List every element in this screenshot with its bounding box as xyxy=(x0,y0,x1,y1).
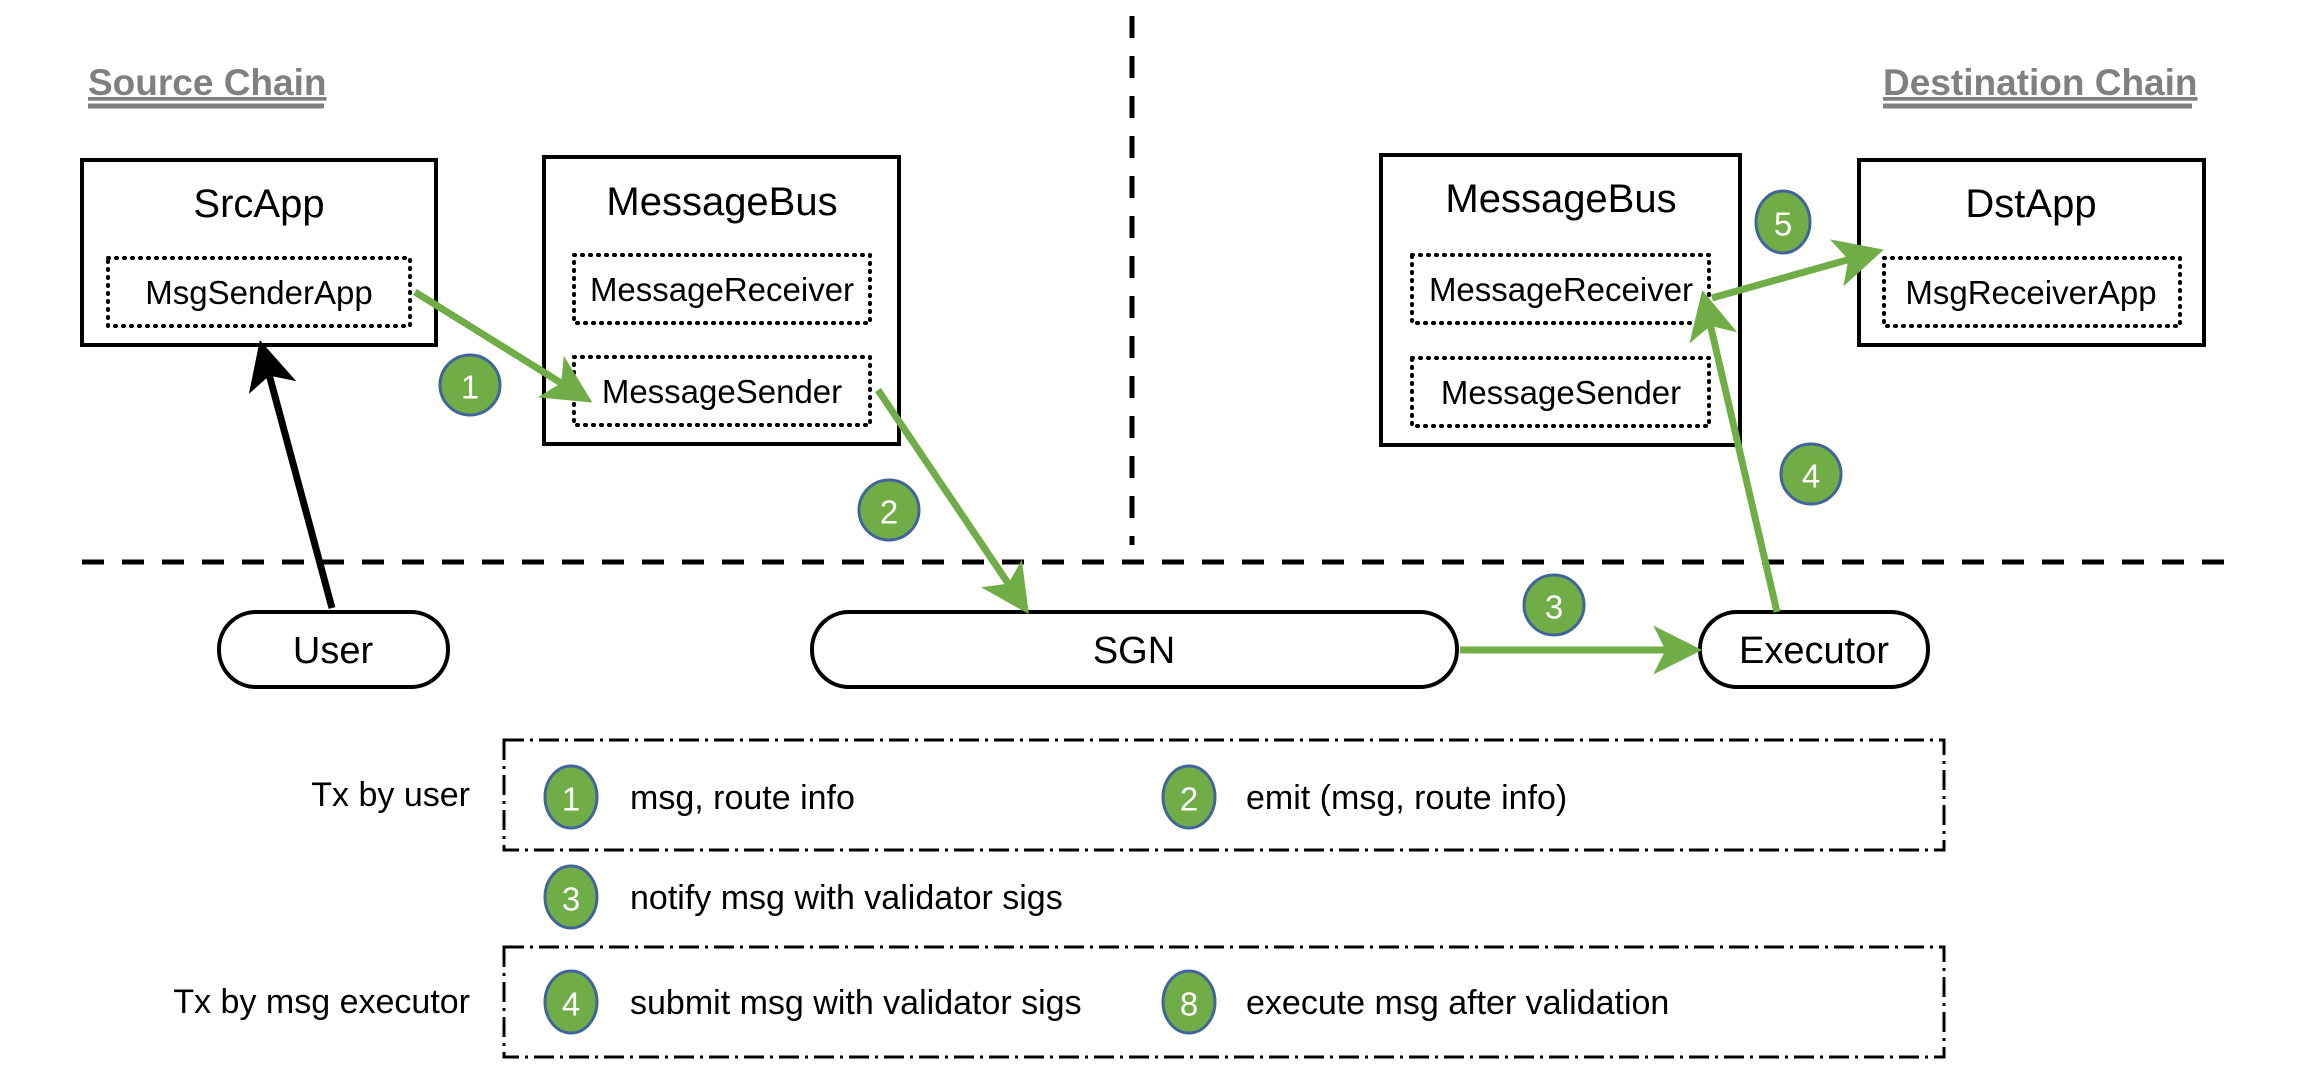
badge-3-circle xyxy=(1522,573,1586,637)
legend-item-2: 2 emit (msg, route info) xyxy=(1161,764,1567,830)
badge-5-number: 5 xyxy=(1774,206,1792,243)
src-message-bus-box[interactable]: MessageBus MessageReceiver MessageSender xyxy=(542,155,901,446)
dst-message-bus-title: MessageBus xyxy=(1445,177,1676,221)
flow-badge-2[interactable]: 2 xyxy=(857,478,921,542)
sgn-label: SGN xyxy=(1093,630,1175,672)
flow-badge-5[interactable]: 5 xyxy=(1754,189,1812,255)
legend-badge-8-circle xyxy=(1161,969,1217,1035)
legend-badge-2-circle xyxy=(1161,764,1217,830)
legend-item-1-text: msg, route info xyxy=(630,779,855,817)
msg-receiver-app-label: MsgReceiverApp xyxy=(1905,274,2156,311)
src-message-sender-label: MessageSender xyxy=(602,373,842,410)
arrow-5-dst-messagereceiver-to-dstapp xyxy=(1711,239,1884,302)
executor-node[interactable]: Executor xyxy=(1698,610,1930,689)
legend-badge-8-number: 8 xyxy=(1180,986,1198,1023)
src-message-bus-title: MessageBus xyxy=(606,180,837,224)
src-message-receiver-rect xyxy=(572,253,872,325)
flow-badge-4[interactable]: 4 xyxy=(1779,442,1843,506)
legend-badge-1-circle xyxy=(543,764,599,830)
msg-sender-app-label: MsgSenderApp xyxy=(145,274,372,311)
user-label: User xyxy=(293,630,374,672)
arrow-4-executor-to-dst-messagereceiver xyxy=(1689,290,1781,613)
badge-2-number: 2 xyxy=(880,494,898,531)
badge-2-circle xyxy=(857,478,921,542)
legend-item-8-text: execute msg after validation xyxy=(1246,984,1669,1022)
legend-row-user-box xyxy=(502,738,1946,852)
src-message-receiver-label: MessageReceiver xyxy=(590,271,854,308)
legend-badge-3-circle xyxy=(543,864,599,930)
executor-label: Executor xyxy=(1739,630,1889,672)
dst-app-box[interactable]: DstApp MsgReceiverApp xyxy=(1857,158,2206,347)
dst-app-title: DstApp xyxy=(1965,182,2096,226)
dst-message-sender-rect xyxy=(1410,356,1711,428)
legend-row-user-label: Tx by user xyxy=(311,776,470,814)
badge-1-number: 1 xyxy=(461,369,479,406)
badge-4-number: 4 xyxy=(1802,458,1820,495)
legend-item-3-text: notify msg with validator sigs xyxy=(630,879,1063,917)
user-pill-rect xyxy=(217,610,450,689)
flow-badge-1[interactable]: 1 xyxy=(438,353,502,417)
legend-item-4-text: submit msg with validator sigs xyxy=(630,984,1082,1022)
msg-sender-app-rect xyxy=(106,256,412,328)
legend-item-8: 8 execute msg after validation xyxy=(1161,969,1669,1035)
sgn-node[interactable]: SGN xyxy=(810,610,1459,689)
legend-item-4: 4 submit msg with validator sigs xyxy=(543,969,1082,1035)
arrow-2-messagesender-to-sgn xyxy=(875,388,1029,615)
dst-message-receiver-label: MessageReceiver xyxy=(1429,271,1693,308)
legend-item-1: 1 msg, route info xyxy=(543,764,855,830)
badge-1-circle xyxy=(438,353,502,417)
badge-4-circle xyxy=(1779,442,1843,506)
legend-badge-4-circle xyxy=(543,969,599,1035)
destination-chain-title: Destination Chain xyxy=(1883,62,2198,103)
user-node[interactable]: User xyxy=(217,610,450,689)
legend-badge-2-number: 2 xyxy=(1180,781,1198,818)
source-chain-title: Source Chain xyxy=(88,62,327,103)
legend-badge-4-number: 4 xyxy=(562,986,580,1023)
badge-3-number: 3 xyxy=(1545,589,1563,626)
msg-receiver-app-rect xyxy=(1882,256,2182,328)
legend-item-3: 3 notify msg with validator sigs xyxy=(543,864,1063,930)
dst-message-sender-label: MessageSender xyxy=(1441,374,1681,411)
legend-badge-1-number: 1 xyxy=(562,781,580,818)
src-app-title: SrcApp xyxy=(193,182,324,226)
sgn-pill-rect xyxy=(810,610,1459,689)
legend-item-2-text: emit (msg, route info) xyxy=(1246,779,1567,817)
dst-message-bus-box[interactable]: MessageBus MessageReceiver MessageSender xyxy=(1379,153,1742,447)
flow-badge-3[interactable]: 3 xyxy=(1522,573,1586,637)
legend-row-executor-box xyxy=(502,945,1946,1059)
src-app-box[interactable]: SrcApp MsgSenderApp xyxy=(80,158,438,347)
arrow-user-to-srcapp xyxy=(248,340,336,609)
badge-5-circle xyxy=(1754,189,1812,255)
dst-message-receiver-rect xyxy=(1410,253,1711,325)
legend-badge-3-number: 3 xyxy=(562,881,580,918)
arrow-1-srcapp-to-messagesender xyxy=(413,289,593,403)
legend-row-executor-label: Tx by msg executor xyxy=(173,983,470,1021)
